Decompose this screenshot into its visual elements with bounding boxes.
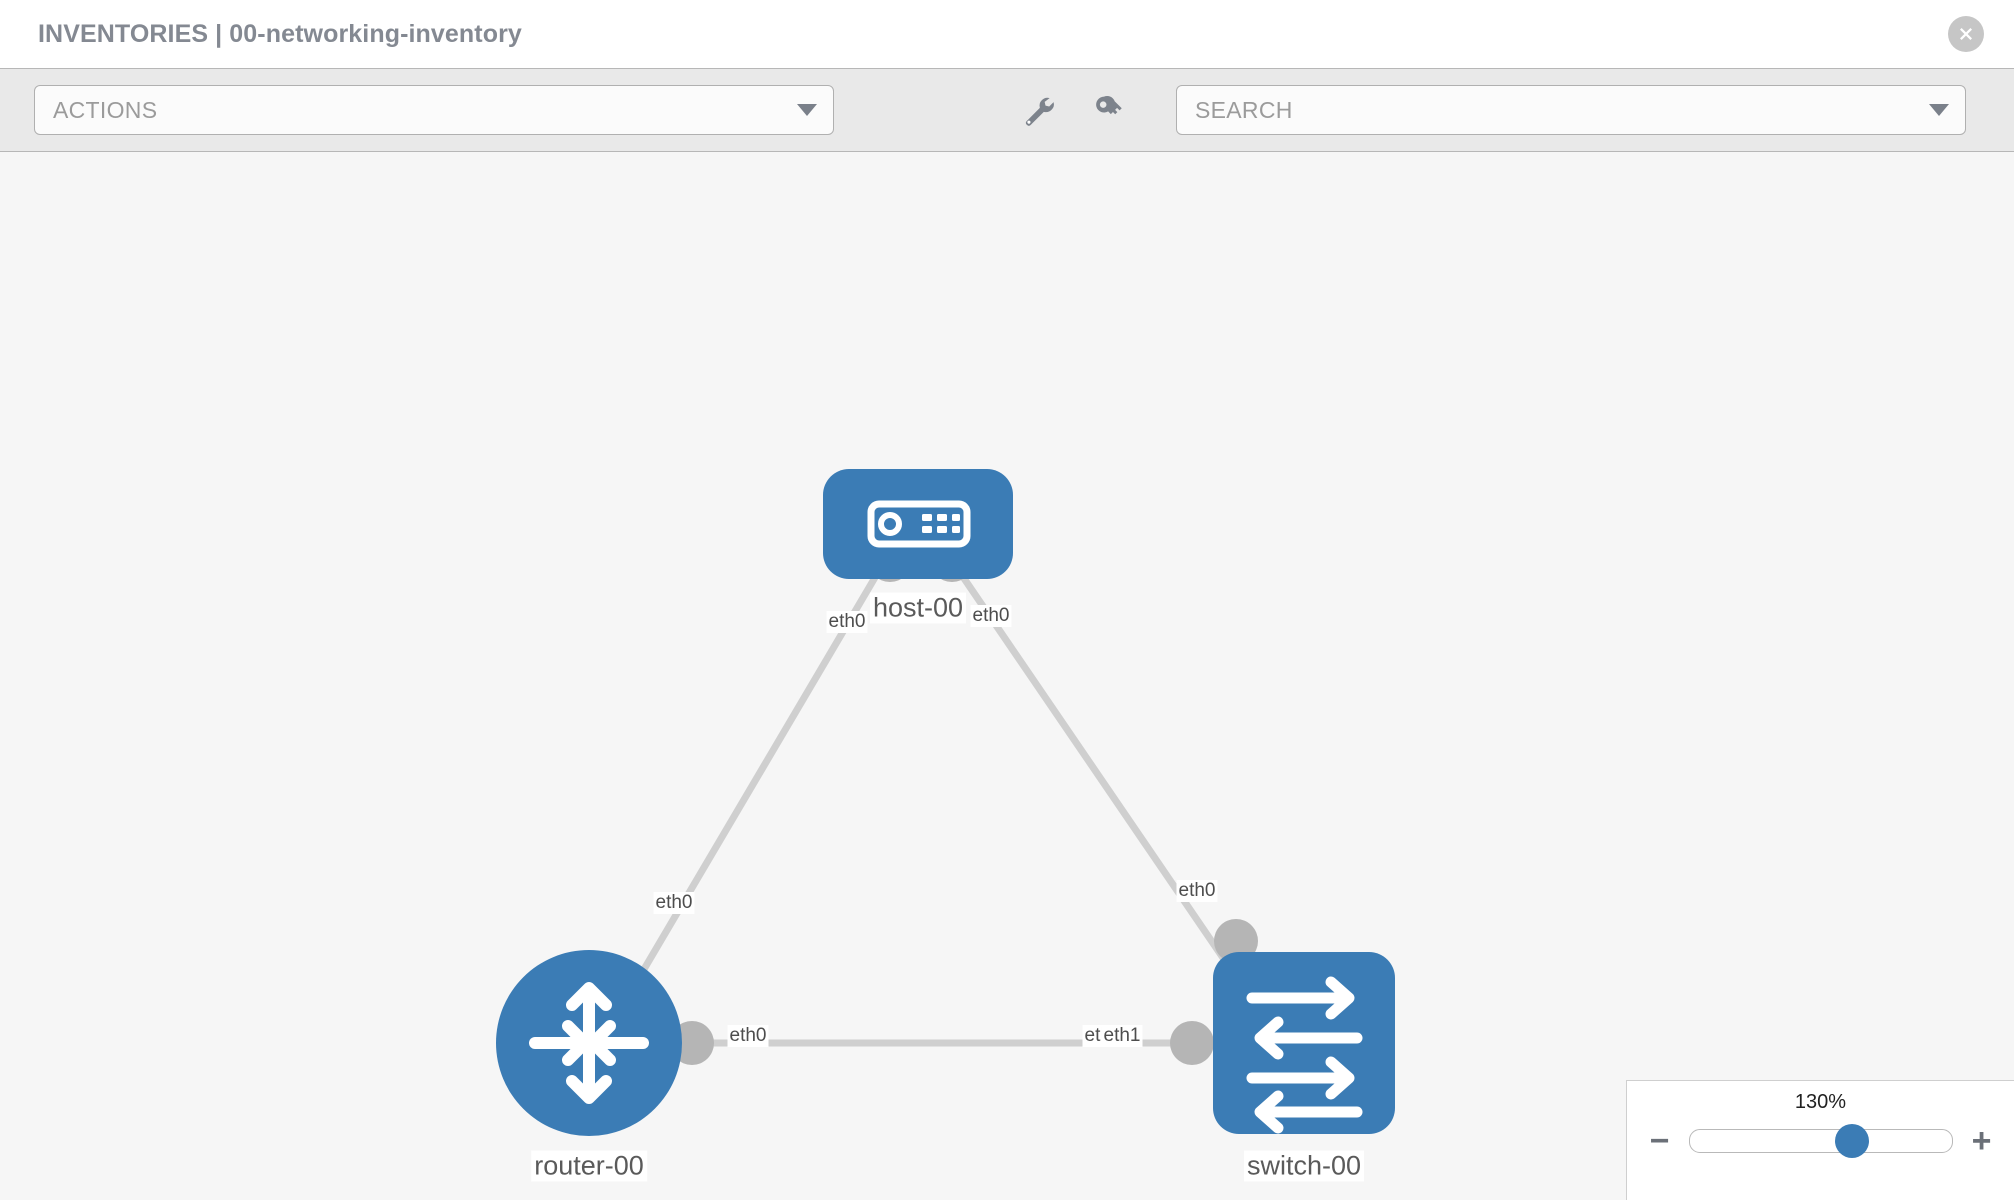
iface-label-switch-eth0-uplink: eth0 <box>1176 880 1218 902</box>
node-label-router-00: router-00 <box>531 1150 647 1182</box>
toolbar: ACTIONS SEARCH <box>0 68 2014 152</box>
page-title: INVENTORIES | 00-networking-inventory <box>38 19 522 48</box>
router-arrows-icon <box>529 982 649 1104</box>
key-icon[interactable] <box>1088 90 1128 130</box>
zoom-slider[interactable] <box>1688 1124 1953 1158</box>
endpoint-marker <box>1170 1021 1214 1065</box>
zoom-in-button[interactable]: + <box>1971 1122 1992 1160</box>
toolbar-icon-group <box>1018 90 1128 130</box>
server-icon <box>867 500 971 548</box>
zoom-slider-handle[interactable] <box>1834 1124 1869 1158</box>
iface-label-host-eth0-right: eth0 <box>970 605 1012 627</box>
switch-arrows-icon <box>1246 976 1363 1134</box>
topology-graph <box>496 469 1395 1136</box>
iface-label-host-eth0-left: eth0 <box>826 611 868 633</box>
node-label-switch-00: switch-00 <box>1243 1150 1365 1182</box>
iface-label-switch-eth1: eth1 <box>1101 1025 1143 1047</box>
iface-label-router-eth0: eth0 <box>727 1025 769 1047</box>
link-host-switch[interactable] <box>943 550 1265 1017</box>
node-host-00[interactable] <box>823 469 1013 579</box>
iface-label-router-eth0-uplink: eth0 <box>653 892 695 914</box>
close-icon <box>1960 28 1972 40</box>
actions-dropdown-label: ACTIONS <box>53 96 158 123</box>
search-dropdown[interactable]: SEARCH <box>1176 85 1966 135</box>
chevron-down-icon <box>1929 104 1949 116</box>
chevron-down-icon <box>797 104 817 116</box>
zoom-level-value: 130% <box>1794 1091 1847 1113</box>
search-input[interactable]: SEARCH <box>1195 96 1293 123</box>
page-header: INVENTORIES | 00-networking-inventory <box>0 0 2014 68</box>
topology-canvas[interactable]: host-00 router-00 switch-00 eth0 eth0 et… <box>0 152 2014 1200</box>
node-label-host-00: host-00 <box>869 592 967 624</box>
node-switch-00[interactable] <box>1213 952 1395 1134</box>
close-button[interactable] <box>1948 16 1984 52</box>
actions-dropdown[interactable]: ACTIONS <box>34 85 834 135</box>
node-router-00[interactable] <box>496 950 682 1136</box>
zoom-control-panel: 130% − + <box>1626 1080 2014 1200</box>
zoom-out-button[interactable]: − <box>1649 1122 1670 1160</box>
wrench-icon[interactable] <box>1018 90 1058 130</box>
